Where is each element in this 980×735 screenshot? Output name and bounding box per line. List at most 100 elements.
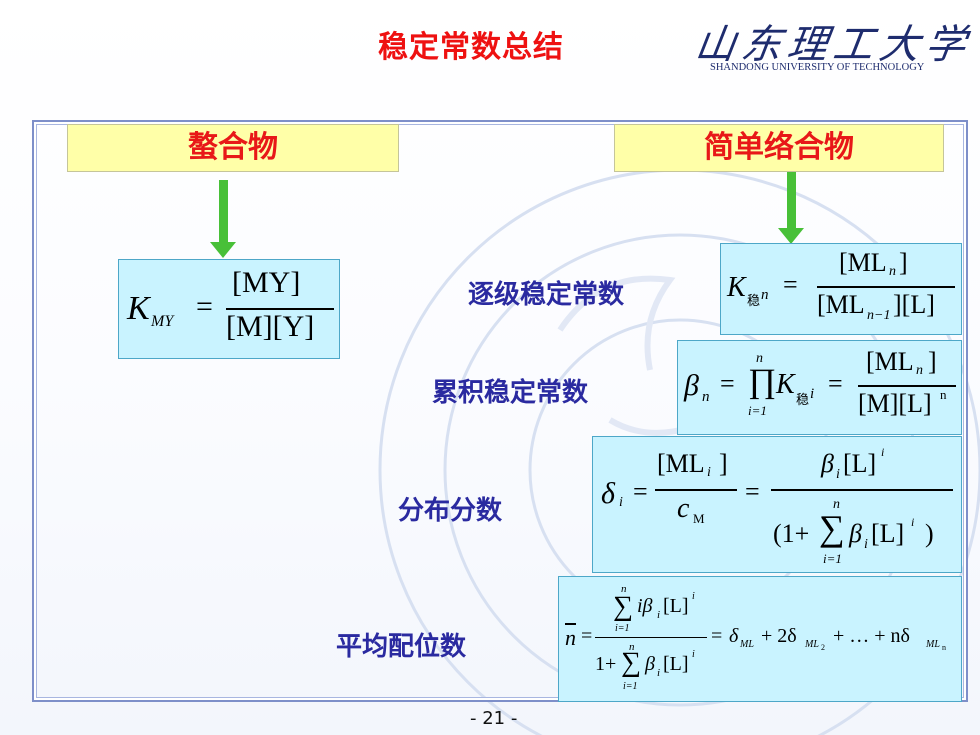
- term-stepwise-stability-constant: 逐级稳定常数: [468, 280, 625, 310]
- nbar-symbol: n: [565, 625, 576, 650]
- rhs-delta-1: δ: [729, 625, 739, 647]
- arrow-down-icon: [210, 242, 236, 258]
- denominator-2-open: (1+: [773, 519, 810, 548]
- arrow-shaft-left: [219, 180, 228, 245]
- den-sum-top: n: [629, 641, 635, 653]
- denominator-2-sup: i: [911, 515, 915, 529]
- rhs-delta-1-sub: ML: [740, 639, 754, 650]
- beta-symbol: β: [684, 369, 699, 402]
- numerator-sub: n: [916, 363, 923, 378]
- arrow-shaft-right: [787, 172, 796, 230]
- sum-sign: ∑: [613, 591, 633, 622]
- content-frame: [32, 120, 968, 702]
- equals-sign-2: =: [711, 625, 723, 647]
- numerator-sub: i: [657, 609, 661, 621]
- numerator-l: [L]: [663, 595, 689, 617]
- rhs-delta-2-sub: ML: [805, 639, 819, 650]
- k-sub-cn: 稳: [796, 393, 810, 408]
- den-sum-sign: ∑: [621, 647, 641, 678]
- equals-sign: =: [720, 369, 735, 398]
- denominator: [M][L]: [858, 389, 932, 418]
- numerator-2-sub: i: [836, 467, 840, 482]
- denominator-2-beta: β: [849, 519, 862, 548]
- rhs-delta-3-subsub: n: [942, 643, 946, 652]
- denominator-body: β: [645, 653, 655, 675]
- sum-top: n: [621, 583, 627, 595]
- k-subscript: MY: [151, 313, 174, 330]
- fraction-bar: [817, 286, 955, 288]
- denominator-b: ][L]: [893, 290, 935, 319]
- rhs-delta-3: + … + nδ: [833, 625, 910, 647]
- product-top: n: [756, 351, 763, 366]
- numerator-2-l: [L]: [843, 449, 877, 478]
- den-sum-bottom: i=1: [623, 681, 638, 692]
- denominator-sup: i: [692, 649, 695, 660]
- fraction-bar-2: [771, 489, 953, 491]
- denominator-prefix: 1+: [595, 653, 617, 675]
- rhs-delta-2: + 2δ: [761, 625, 797, 647]
- numerator-1-end: ]: [719, 449, 728, 478]
- k-symbol: K: [776, 369, 795, 400]
- numerator-b: ]: [899, 248, 908, 277]
- numerator: [MY]: [232, 266, 301, 299]
- formula-stepwise: K 稳 n = [ML n ] [ML n−1 ][L]: [720, 243, 962, 335]
- denominator-a: [ML: [817, 290, 865, 319]
- k-sub-n: n: [761, 287, 769, 303]
- fraction-bar-1: [655, 489, 737, 491]
- sum-top: n: [833, 497, 840, 512]
- equals-sign-2: =: [745, 477, 760, 506]
- numerator-end: ]: [928, 347, 937, 376]
- numerator: [ML: [866, 347, 914, 376]
- denominator: [M][Y]: [226, 310, 315, 343]
- equals-sign-2: =: [828, 369, 843, 398]
- denominator-1: c: [677, 493, 690, 524]
- page-number: - 21 -: [470, 708, 518, 729]
- denominator-sup: n: [940, 387, 947, 402]
- equals-sign: =: [581, 625, 593, 647]
- delta-sub: i: [619, 495, 623, 510]
- label-simple-complex: 简单络合物: [614, 124, 944, 172]
- formula-cumulative: β n = n ∏ i=1 K 稳 i = [ML n ] [M][L] n: [677, 340, 962, 435]
- fraction-bar: [595, 637, 707, 638]
- university-logo: 山东理工大学 SHANDONG UNIVERSITY OF TECHNOLOGY: [690, 12, 974, 82]
- arrow-down-icon: [778, 228, 804, 244]
- rhs-delta-3-sub: ML: [926, 639, 940, 650]
- term-distribution-fraction: 分布分数: [398, 496, 503, 526]
- term-cumulative-stability-constant: 累积稳定常数: [432, 378, 589, 408]
- k-sub-i: i: [810, 386, 815, 402]
- numerator-sup: i: [692, 591, 695, 602]
- product-sign: ∏: [748, 363, 776, 400]
- sum-bottom: i=1: [615, 623, 630, 634]
- slide-title: 稳定常数总结: [378, 30, 564, 65]
- sum-sign: ∑: [819, 508, 845, 548]
- numerator-sub: n: [889, 264, 896, 279]
- equals-sign: =: [196, 290, 213, 323]
- numerator-2-sup: i: [881, 445, 885, 459]
- equals-sign: =: [783, 270, 798, 299]
- equals-sign: =: [633, 477, 648, 506]
- fraction-bar: [226, 308, 334, 310]
- numerator-body: iβ: [637, 595, 653, 617]
- label-chelate: 螯合物: [67, 124, 399, 172]
- numerator-1-sub: i: [707, 465, 711, 480]
- denominator-2-close: ): [925, 519, 934, 548]
- numerator-2: β: [821, 449, 834, 478]
- k-symbol: K: [727, 272, 746, 303]
- formula-distribution: δ i = [ML i ] c M = β i [L] i (1+ n ∑ i=…: [592, 436, 962, 573]
- term-average-ligand-number: 平均配位数: [336, 632, 467, 662]
- sum-bottom: i=1: [823, 551, 842, 566]
- denominator-l: [L]: [663, 653, 689, 675]
- denominator-1-sub: M: [693, 511, 705, 526]
- denominator-2-l: [L]: [871, 519, 905, 548]
- fraction-bar: [858, 385, 956, 387]
- rhs-delta-2-subsub: 2: [821, 643, 825, 652]
- denominator-2-sub: i: [864, 537, 868, 552]
- denominator-sub: i: [657, 667, 661, 679]
- product-bottom: i=1: [748, 403, 767, 418]
- logo-english-text: SHANDONG UNIVERSITY OF TECHNOLOGY: [710, 62, 925, 73]
- numerator-a: [ML: [839, 248, 887, 277]
- beta-sub: n: [702, 389, 710, 405]
- formula-average-ligand: n = n ∑ i=1 iβ i [L] i 1+ n ∑ i=1 β i [L…: [558, 576, 962, 702]
- k-sub-cn: 稳: [747, 294, 761, 309]
